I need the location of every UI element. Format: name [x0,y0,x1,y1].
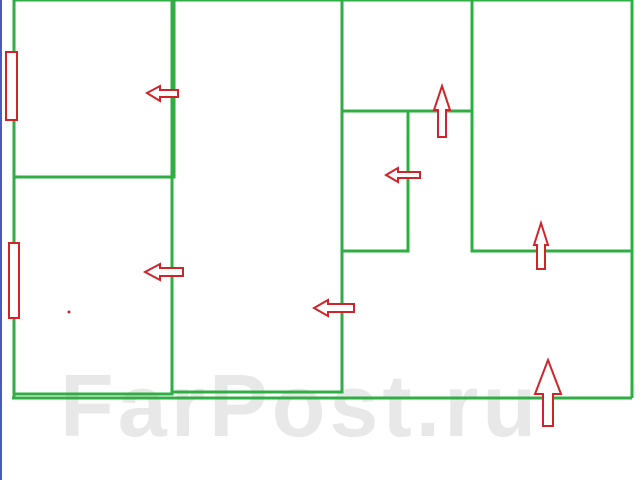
left-edge-line [0,0,2,480]
room-left-top [12,0,176,179]
room-upper-middle [340,0,474,113]
arrows [142,82,563,427]
window-left-bottom [8,242,20,319]
arrow-left-room-left-bottom [142,262,184,282]
window-left-top [5,51,18,121]
room-central-tall [170,0,344,394]
arrow-up-room-lower-right [533,357,563,427]
walls [12,0,634,400]
arrow-left-room-central-tall [311,298,355,318]
windows [5,51,20,319]
arrow-left-room-left-top [144,84,179,103]
dot-marker [67,310,71,314]
room-right-tall [470,0,634,253]
watermark-text: FarPost.ru [60,356,540,455]
arrow-up-room-upper-middle [432,82,452,138]
arrow-left-room-small-middle [384,166,421,184]
arrow-up-room-right-tall [532,219,550,270]
